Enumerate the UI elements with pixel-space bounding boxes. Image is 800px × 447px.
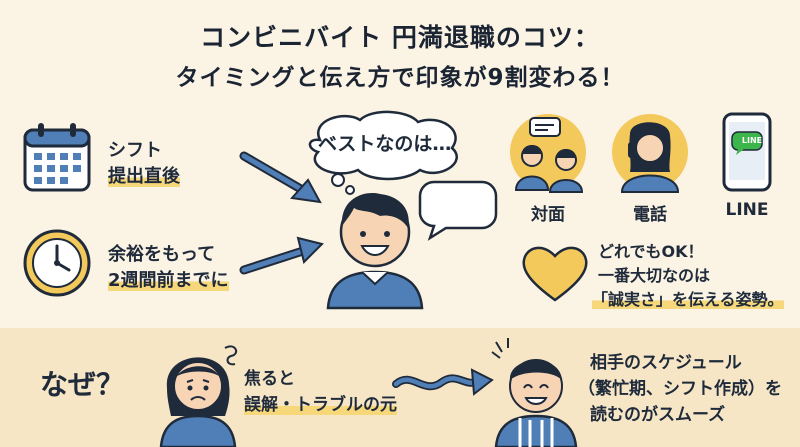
effect-line2: （繁忙期、シフト作成）を bbox=[578, 379, 782, 399]
arrow-right-icon bbox=[239, 236, 324, 275]
shift-label-highlight: 提出直後 bbox=[108, 166, 180, 187]
channel-label-line: LINE bbox=[725, 200, 769, 220]
calendar-icon bbox=[23, 123, 91, 192]
page-subtitle: タイミングと伝え方で印象が9割変わる！ bbox=[175, 65, 625, 91]
thought-bubble-shape bbox=[308, 110, 458, 195]
page-title: コンビニバイト 円満退職のコツ： bbox=[200, 23, 600, 52]
why-section bbox=[0, 328, 800, 447]
line-badge-text: LINE bbox=[741, 136, 763, 145]
speech-bubble-icon bbox=[418, 180, 498, 241]
sincerity-line3: 「誠実さ」を伝える姿勢。 bbox=[592, 288, 784, 312]
store-manager-icon bbox=[491, 338, 578, 447]
effect-line3: 読むのがスムーズ bbox=[590, 405, 726, 425]
shift-label-line2: 提出直後 bbox=[108, 164, 180, 190]
why-heading: なぜ？ bbox=[40, 368, 125, 401]
smiling-person-icon bbox=[326, 193, 424, 310]
margin-label-line2: 2週間前までに bbox=[108, 268, 229, 294]
channel-label-face: 対面 bbox=[531, 205, 565, 225]
clock-icon bbox=[23, 229, 91, 297]
channel-label-phone: 電話 bbox=[633, 205, 667, 225]
arrow-right-icon bbox=[239, 151, 322, 204]
sincerity-line1: どれでもOK！ bbox=[598, 242, 704, 261]
margin-label-highlight: 2週間前までに bbox=[108, 270, 229, 291]
thought-bubble-text: ベストなのは… bbox=[318, 133, 452, 155]
sincerity-line2: 一番大切なのは bbox=[598, 266, 711, 285]
heart-icon bbox=[522, 246, 588, 302]
cause-highlight: 誤解・トラブルの元 bbox=[244, 395, 397, 415]
sincerity-highlight: 「誠実さ」を伝える姿勢。 bbox=[592, 290, 784, 309]
margin-label-line1: 余裕をもって bbox=[108, 244, 216, 265]
effect-line1: 相手のスケジュール bbox=[590, 353, 742, 373]
cause-line1: 焦ると bbox=[244, 369, 295, 389]
two-people-talking-icon bbox=[510, 114, 586, 193]
smartphone-line-icon bbox=[722, 112, 772, 192]
cause-line2: 誤解・トラブルの元 bbox=[244, 392, 397, 418]
worried-person-icon bbox=[159, 345, 238, 447]
wavy-arrow-icon bbox=[392, 368, 494, 396]
phone-call-icon bbox=[612, 114, 688, 193]
shift-label-line1: シフト bbox=[108, 140, 162, 161]
